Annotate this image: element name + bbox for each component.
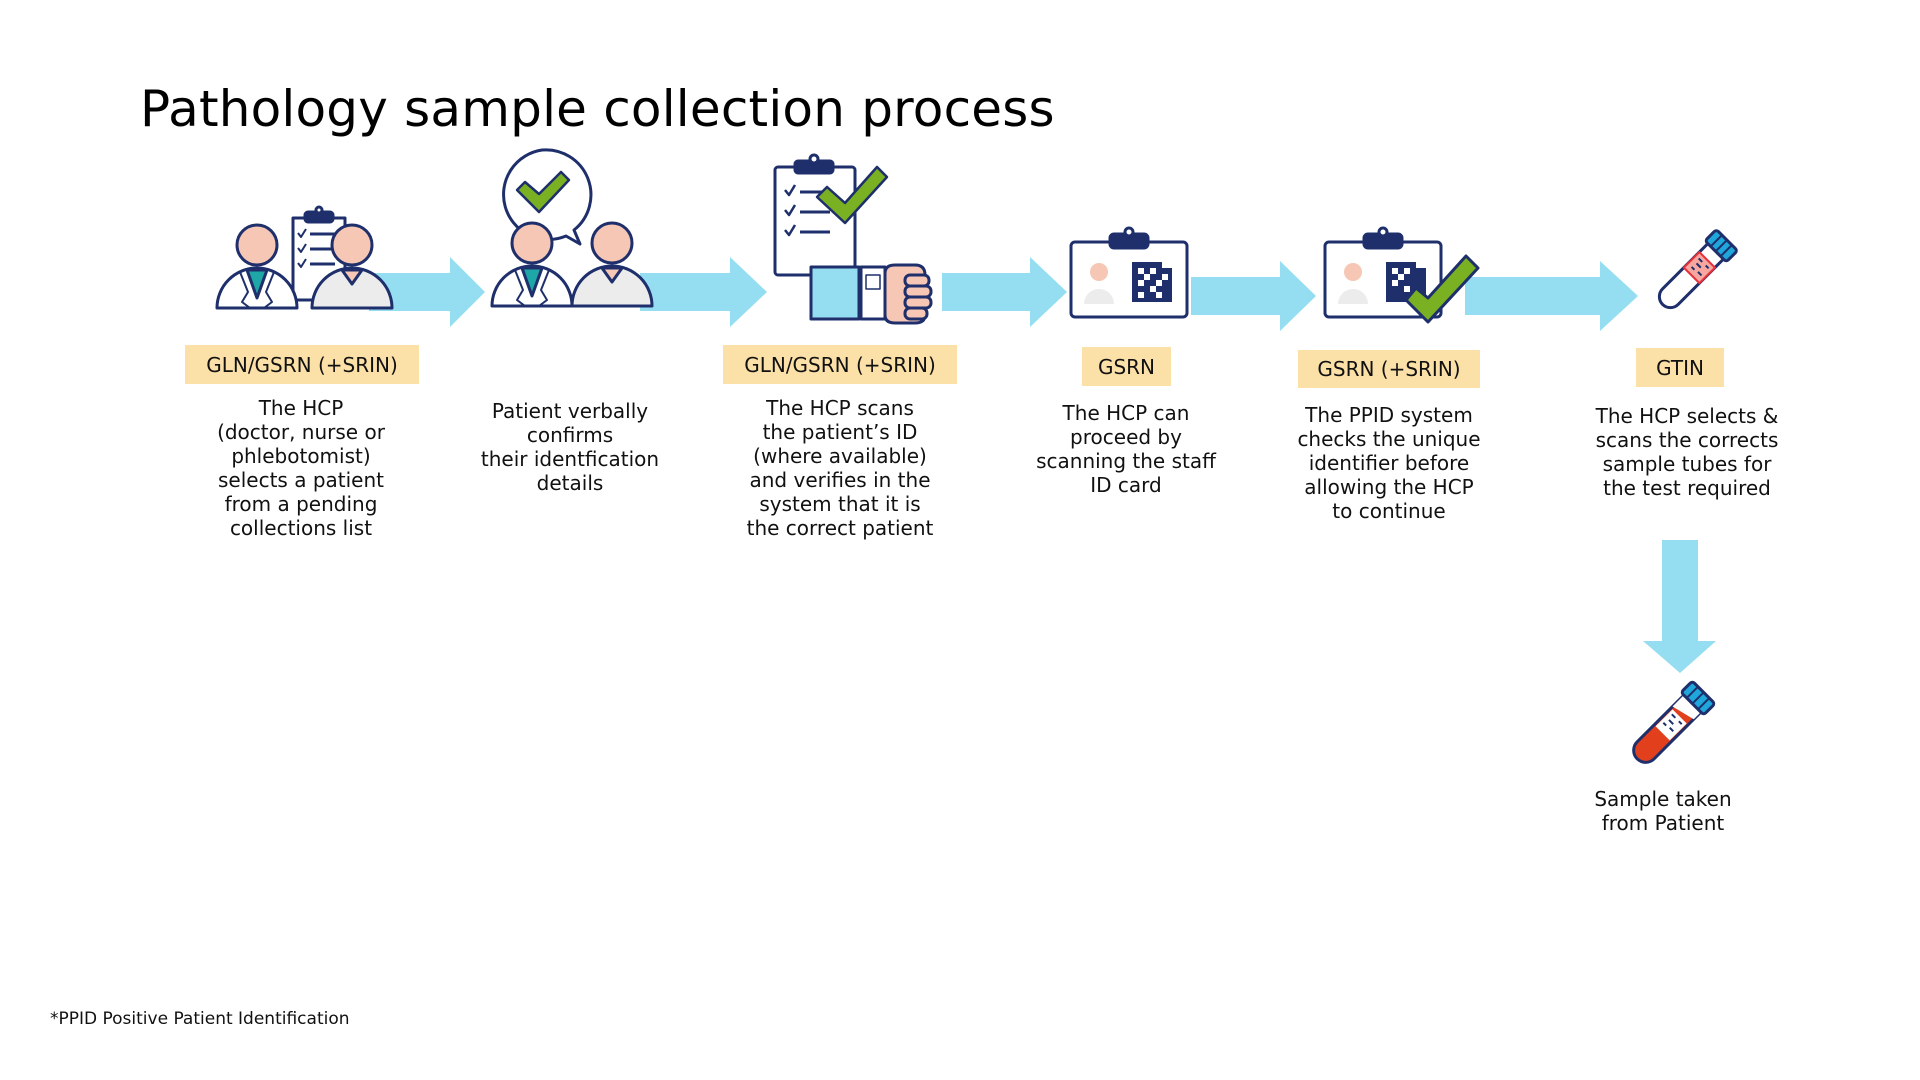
- arrow-1: [369, 257, 485, 327]
- step-6-badge: GTIN: [1636, 348, 1724, 387]
- step-4-description: The HCP can proceed by scanning the staf…: [1036, 401, 1216, 497]
- step-3-badge: GLN/GSRN (+SRIN): [723, 345, 957, 384]
- step-5-description: The PPID system checks the unique identi…: [1297, 403, 1481, 523]
- sample-tube-scan-icon: [1657, 229, 1738, 310]
- staff-id-card-icon: [1069, 226, 1189, 319]
- final-step-description: Sample taken from Patient: [1594, 787, 1732, 835]
- arrow-5: [1465, 261, 1638, 331]
- footnote: *PPID Positive Patient Identification: [50, 1009, 350, 1029]
- step-6-description: The HCP selects & scans the corrects sam…: [1595, 404, 1779, 500]
- patient-verbal-confirmation-icon: [490, 148, 654, 308]
- step-2-description: Patient verbally confirms their identfic…: [480, 399, 660, 495]
- arrow-4: [1191, 261, 1316, 331]
- arrow-down: [1643, 540, 1716, 673]
- step-5-badge: GSRN (+SRIN): [1298, 350, 1480, 388]
- id-card-verified-icon: [1323, 226, 1480, 324]
- step-3-description: The HCP scans the patient’s ID (where av…: [746, 396, 934, 540]
- clipboard-wristband-scan-icon: [773, 153, 933, 325]
- page-title: Pathology sample collection process: [140, 80, 1055, 138]
- filled-sample-tube-icon: [1632, 680, 1716, 764]
- step-4-badge: GSRN: [1082, 347, 1171, 386]
- arrow-2: [640, 257, 767, 327]
- doctor-patient-clipboard-icon: [215, 205, 394, 310]
- step-1-badge: GLN/GSRN (+SRIN): [185, 345, 419, 384]
- step-1-description: The HCP (doctor, nurse or phlebotomist) …: [217, 396, 385, 540]
- arrow-3: [942, 257, 1067, 327]
